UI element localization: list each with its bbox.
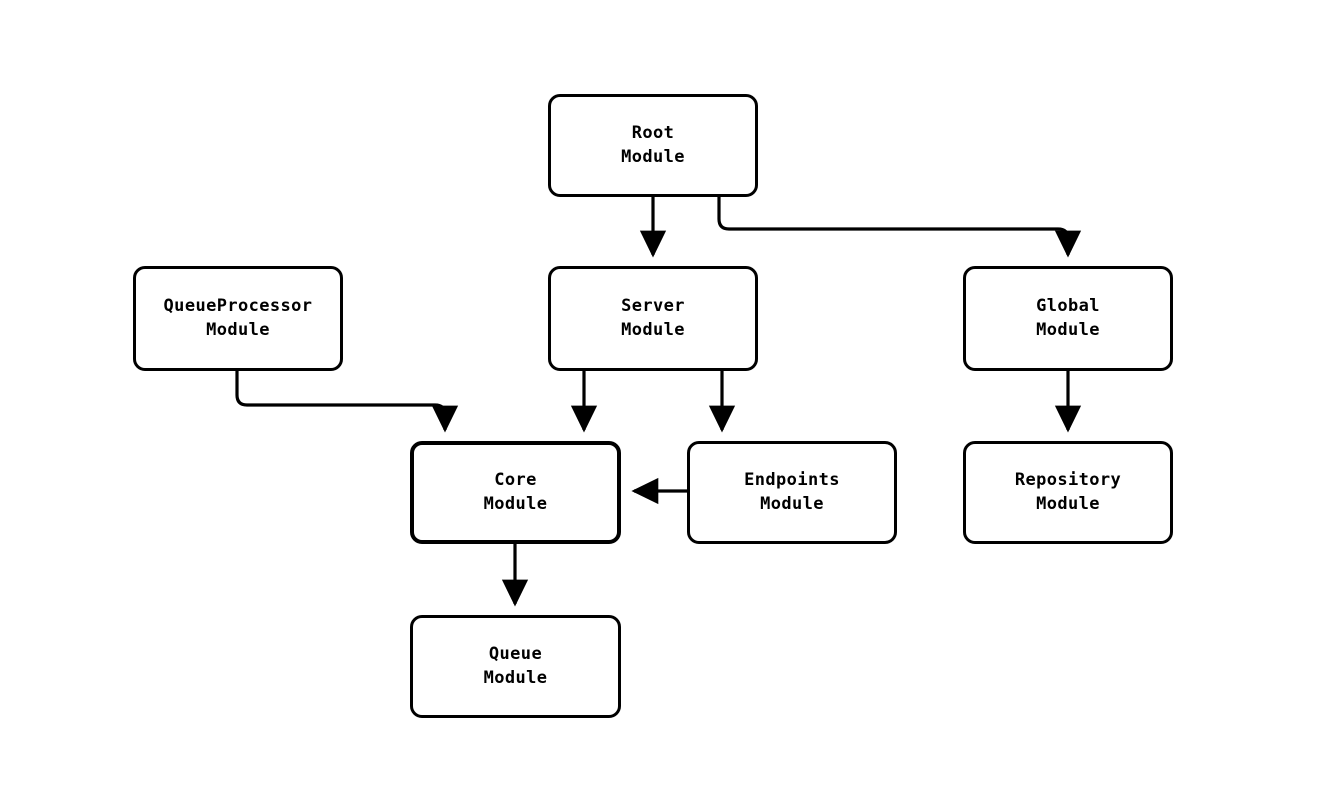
edge-queueprocessor-to-core — [235, 371, 459, 433]
node-queueprocessor-module[interactable]: QueueProcessor Module — [133, 266, 343, 371]
node-endpoints-module[interactable]: Endpoints Module — [687, 441, 897, 544]
node-label-root-module: Root Module — [621, 123, 685, 167]
node-global-module[interactable]: Global Module — [963, 266, 1173, 371]
node-core-module[interactable]: Core Module — [410, 441, 621, 544]
node-label-repository-module: Repository Module — [1014, 470, 1122, 514]
node-label-global-module: Global Module — [1036, 296, 1100, 340]
node-repository-module[interactable]: Repository Module — [963, 441, 1173, 544]
node-root-module[interactable]: Root Module — [548, 94, 758, 197]
node-label-queue-module: Queue Module — [483, 644, 548, 688]
node-queue-module[interactable]: Queue Module — [410, 615, 621, 718]
node-label-queueprocessor-module: QueueProcessor Module — [163, 296, 313, 340]
edge-root-to-global — [717, 197, 1082, 258]
node-server-module[interactable]: Server Module — [548, 266, 758, 371]
node-label-server-module: Server Module — [621, 296, 685, 340]
node-label-endpoints-module: Endpoints Module — [744, 470, 840, 514]
node-label-core-module: Core Module — [483, 470, 548, 514]
